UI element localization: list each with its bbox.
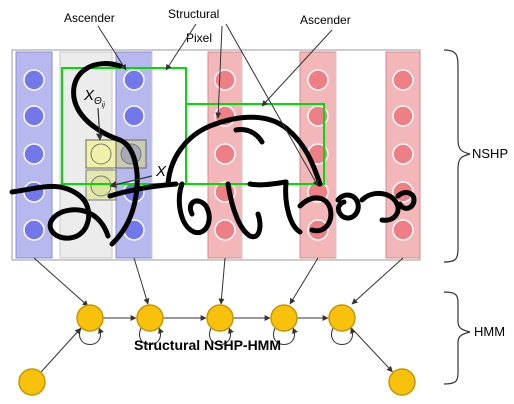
hmm-state-2 xyxy=(76,304,104,332)
ascender-right-label: Ascender xyxy=(300,13,351,27)
annotation-arrows xyxy=(97,23,333,187)
pink-node-5-3 xyxy=(392,143,414,165)
pink-node-3-1 xyxy=(214,69,236,91)
hmm-state-3 xyxy=(136,304,164,332)
pink-node-5-1 xyxy=(392,69,414,91)
structural-label: Structural xyxy=(168,7,219,21)
transition-arrow-1 xyxy=(40,327,82,373)
pink-node-3-5 xyxy=(214,219,236,241)
nshp-brace-icon xyxy=(443,49,471,263)
x-theta-arrow xyxy=(96,107,104,141)
blue-node-1-5 xyxy=(23,219,45,241)
self-loop-2 xyxy=(139,327,164,345)
self-loop-5 xyxy=(331,327,356,345)
self-loop-3 xyxy=(209,327,234,345)
blue-node-2-1 xyxy=(123,69,145,91)
pink-node-5-5 xyxy=(392,219,414,241)
hmm-state-6 xyxy=(328,304,356,332)
hmm-state-5 xyxy=(270,304,298,332)
pixel-nodes xyxy=(23,69,414,241)
pixel-label: Pixel xyxy=(186,31,212,45)
handwriting xyxy=(9,61,417,247)
window-node-3 xyxy=(90,175,112,197)
blue-node-1-3 xyxy=(23,143,45,165)
hmm-state-1 xyxy=(18,368,46,396)
x-ij-arrow xyxy=(109,175,153,189)
blue-node-2-2 xyxy=(123,105,145,127)
self-loop-1 xyxy=(79,327,104,345)
window-node-1 xyxy=(90,143,112,165)
nshp-label: NSHP xyxy=(472,146,508,161)
ascender-left-label: Ascender xyxy=(64,11,115,25)
transition-arrow-6 xyxy=(350,327,393,373)
blue-node-1-1 xyxy=(23,69,45,91)
column-state-arrows xyxy=(33,257,404,307)
hmm-state-4 xyxy=(206,304,234,332)
hmm-brace-icon xyxy=(443,291,471,385)
hmm-label: HMM xyxy=(474,324,505,339)
pink-node-3-3 xyxy=(214,143,236,165)
pink-node-4-1 xyxy=(307,69,329,91)
caption: Structural NSHP-HMM xyxy=(134,337,281,353)
pink-node-5-2 xyxy=(392,105,414,127)
hmm-state-7 xyxy=(388,368,416,396)
hmm-states xyxy=(18,304,416,396)
blue-node-1-2 xyxy=(23,105,45,127)
x-ij-label: Xij xyxy=(155,163,171,182)
self-loop-4 xyxy=(273,327,298,345)
x-theta-label: XΘij xyxy=(83,87,105,109)
